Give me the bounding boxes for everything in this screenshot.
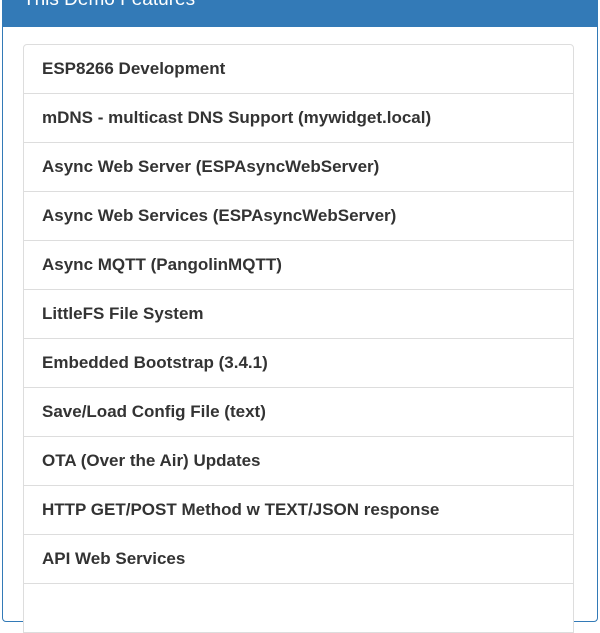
list-item: Embedded Bootstrap (3.4.1): [23, 338, 574, 388]
list-item: Save/Load Config File (text): [23, 387, 574, 437]
list-item: Async Web Server (ESPAsyncWebServer): [23, 142, 574, 192]
list-item: LittleFS File System: [23, 289, 574, 339]
panel-title: This Demo Features: [23, 0, 195, 11]
list-item: [23, 583, 574, 633]
features-list: ESP8266 Development mDNS - multicast DNS…: [23, 44, 574, 633]
list-item: ESP8266 Development: [23, 44, 574, 94]
list-item: OTA (Over the Air) Updates: [23, 436, 574, 486]
list-item: API Web Services: [23, 534, 574, 584]
list-item: mDNS - multicast DNS Support (mywidget.l…: [23, 93, 574, 143]
panel-heading: This Demo Features: [3, 0, 597, 27]
list-item: Async Web Services (ESPAsyncWebServer): [23, 191, 574, 241]
list-item: Async MQTT (PangolinMQTT): [23, 240, 574, 290]
list-item: HTTP GET/POST Method w TEXT/JSON respons…: [23, 485, 574, 535]
